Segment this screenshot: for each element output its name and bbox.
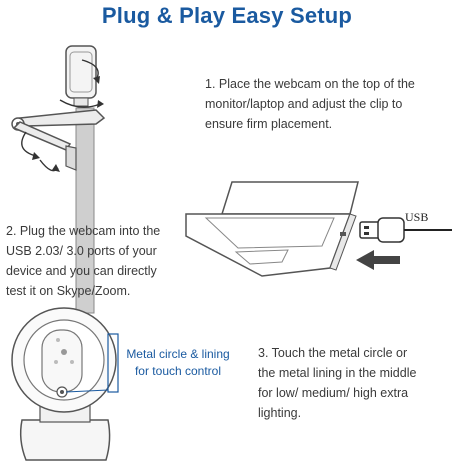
step-1-text: 1. Place the webcam on the top of the mo… — [205, 77, 415, 131]
usb-label: USB — [405, 210, 429, 224]
step-2-text: 2. Plug the webcam into the USB 2.03/ 3.… — [6, 224, 161, 298]
touch-control-callout: Metal circle & lining for touch control — [126, 347, 230, 378]
page-title: Plug & Play Easy Setup — [101, 3, 353, 28]
step-3-text: 3. Touch the metal circle or the metal l… — [258, 346, 417, 420]
